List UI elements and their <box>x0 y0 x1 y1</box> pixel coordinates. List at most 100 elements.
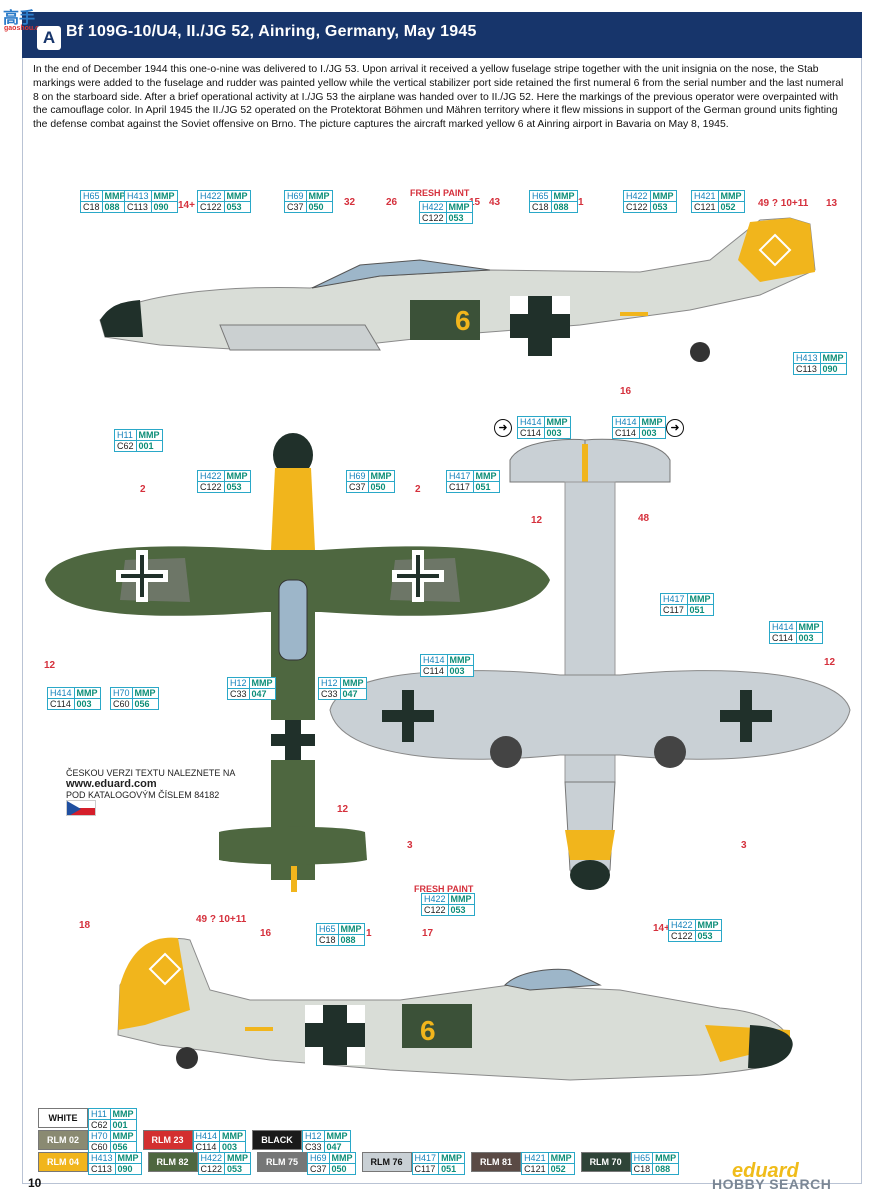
callout-c-code: C117 <box>447 482 474 492</box>
callout-mmp: MMP <box>102 191 128 202</box>
legend-mmp: MMP <box>653 1153 679 1164</box>
callout-c-code: C37 <box>285 202 307 212</box>
callout-c-code: C122 <box>198 482 225 492</box>
callout-c-value: 088 <box>553 202 569 212</box>
profile-letter-badge: A <box>37 26 61 50</box>
callout-number: 49 ? 10+11 <box>196 914 247 925</box>
callout-number: 1 <box>578 197 584 208</box>
legend-c-code: C60 <box>89 1142 111 1152</box>
callout-c-value: 047 <box>342 689 358 699</box>
callout-number: 12 <box>824 657 836 668</box>
callout-c-value: 053 <box>652 202 668 212</box>
aircraft-side-view-bottom: 6 <box>117 937 793 1081</box>
callout-mmp: MMP <box>151 191 177 202</box>
callout-number: 3 <box>741 840 747 851</box>
svg-text:6: 6 <box>455 305 471 336</box>
callout-c-value: 088 <box>340 935 356 945</box>
color-swatch: RLM 75 <box>257 1152 308 1172</box>
czech-note-line3: POD KATALOGOVÝM ČÍSLEM 84182 <box>66 790 220 800</box>
callout-h-code: H413 <box>794 353 821 364</box>
callout-number: 12 <box>337 804 349 815</box>
direction-icon: ➜ <box>494 419 512 437</box>
callout-c-value: 003 <box>449 666 465 676</box>
callout-c-code: C33 <box>228 689 250 699</box>
aircraft-side-view-top: 6 <box>99 217 816 362</box>
callout-c-code: C18 <box>81 202 103 212</box>
callout-c-code: C122 <box>420 213 447 223</box>
legend-c-value: 051 <box>441 1164 457 1174</box>
callout-c-code: C122 <box>669 931 696 941</box>
color-swatch: WHITE <box>38 1108 88 1128</box>
callout-c-value: 053 <box>697 931 713 941</box>
legend-h-code: H413 <box>89 1153 116 1164</box>
legend-c-code: C37 <box>308 1164 330 1174</box>
callout-c-value: 090 <box>153 202 169 212</box>
czech-flag-icon <box>66 800 96 816</box>
callout-h-code: H414 <box>613 417 640 428</box>
callout-c-code: C114 <box>421 666 448 676</box>
aircraft-bottom-view <box>329 438 851 890</box>
callout-number: 49 ? 10+11 <box>758 198 809 209</box>
header-bar <box>22 12 862 58</box>
legend-c-value: 053 <box>227 1164 243 1174</box>
callout-number: 32 <box>344 197 356 208</box>
callout-c-code: C122 <box>624 202 651 212</box>
callout-number: 14+ <box>653 923 670 934</box>
legend-h-code: H422 <box>198 1153 226 1164</box>
callout-mmp: MMP <box>820 353 846 364</box>
callout-c-value: 053 <box>448 213 464 223</box>
callout-mmp: MMP <box>695 920 721 931</box>
direction-icon: ➜ <box>666 419 684 437</box>
callout-h-code: H414 <box>48 688 75 699</box>
callout-mmp: MMP <box>340 678 366 689</box>
color-swatch: RLM 04 <box>38 1152 88 1172</box>
callout-mmp: MMP <box>687 594 713 605</box>
fresh-paint-label-bottom: FRESH PAINT <box>414 884 474 894</box>
callout-c-code: C33 <box>319 689 341 699</box>
legend-h-code: H421 <box>522 1153 549 1164</box>
intro-paragraph: In the end of December 1944 this one-o-n… <box>33 64 844 131</box>
callout-c-code: C122 <box>198 202 225 212</box>
callout-c-code: C114 <box>48 699 75 709</box>
callout-c-code: C18 <box>317 935 339 945</box>
callout-number: 43 <box>489 197 501 208</box>
callout-h-code: H12 <box>319 678 341 689</box>
callout-number: 18 <box>79 920 91 931</box>
callout-number: 1 <box>366 928 372 939</box>
callout-mmp: MMP <box>136 430 162 441</box>
callout-c-value: 003 <box>798 633 814 643</box>
callout-mmp: MMP <box>224 471 250 482</box>
callout-c-value: 050 <box>370 482 386 492</box>
callout-h-code: H422 <box>669 920 696 931</box>
callout-h-code: H69 <box>285 191 307 202</box>
color-swatch: BLACK <box>252 1130 303 1150</box>
legend-c-code: C114 <box>194 1142 221 1152</box>
callout-c-value: 053 <box>226 202 242 212</box>
site-logo: 高手 <box>3 10 36 27</box>
callout-mmp: MMP <box>796 622 822 633</box>
callout-c-value: 053 <box>226 482 242 492</box>
